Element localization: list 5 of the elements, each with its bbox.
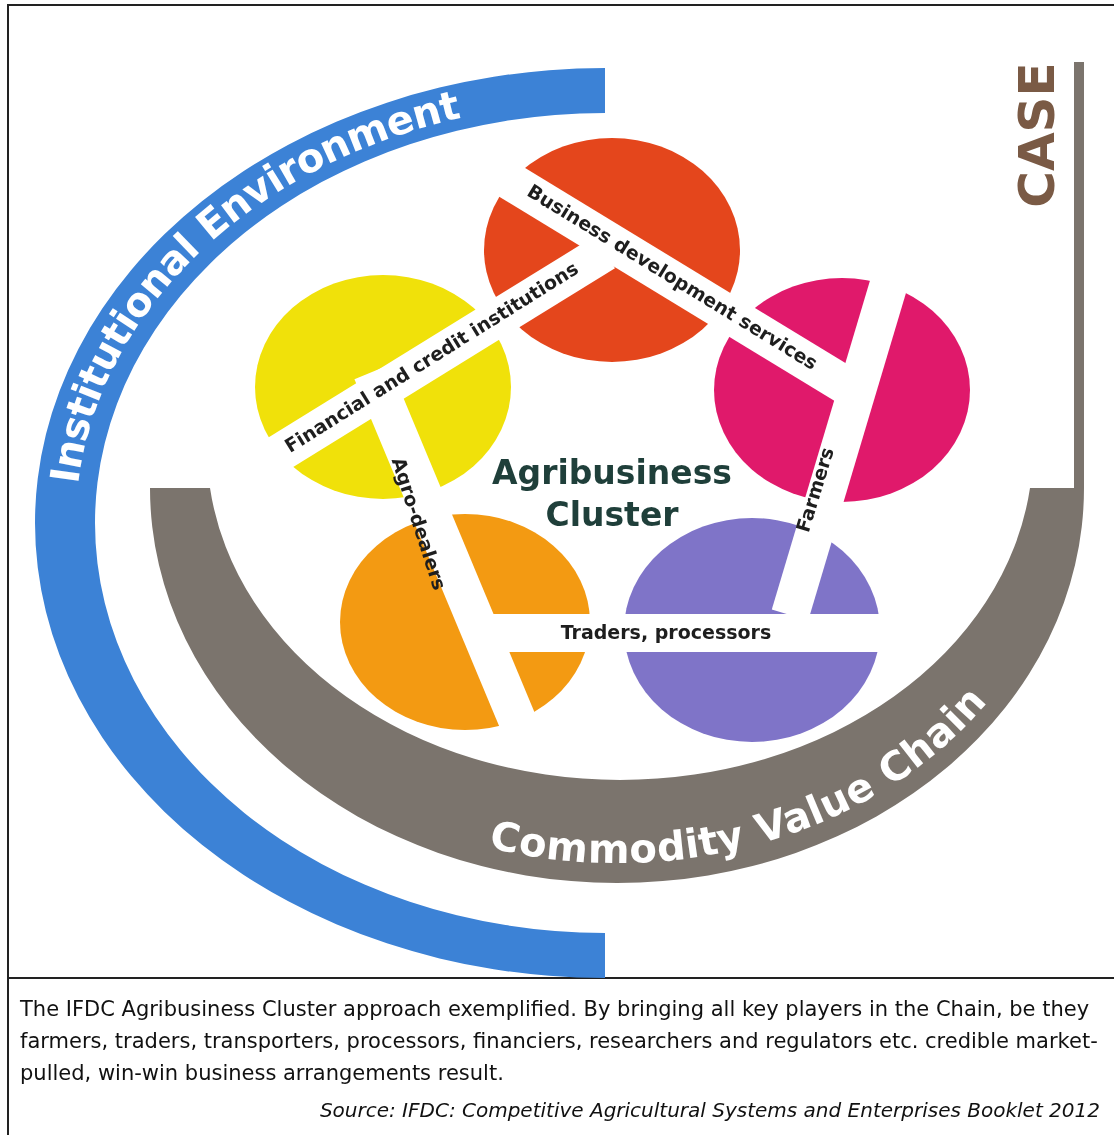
vertical-label: CASE [1007, 62, 1066, 208]
source-note: Source: IFDC: Competitive Agricultural Systems and Enterprises Booklet 2012 [319, 1098, 1100, 1122]
caption: The IFDC Agribusiness Cluster approach exemplified. By bringing all key players in the Chain, be they farmers, traders, transporters, processors, financiers, researchers and regulators etc. credible market-pulled, win-win business arrangements result. [20, 996, 1099, 1087]
band-label: Traders, processors [560, 620, 772, 643]
center-title: Agribusiness Cluster [477, 452, 747, 536]
